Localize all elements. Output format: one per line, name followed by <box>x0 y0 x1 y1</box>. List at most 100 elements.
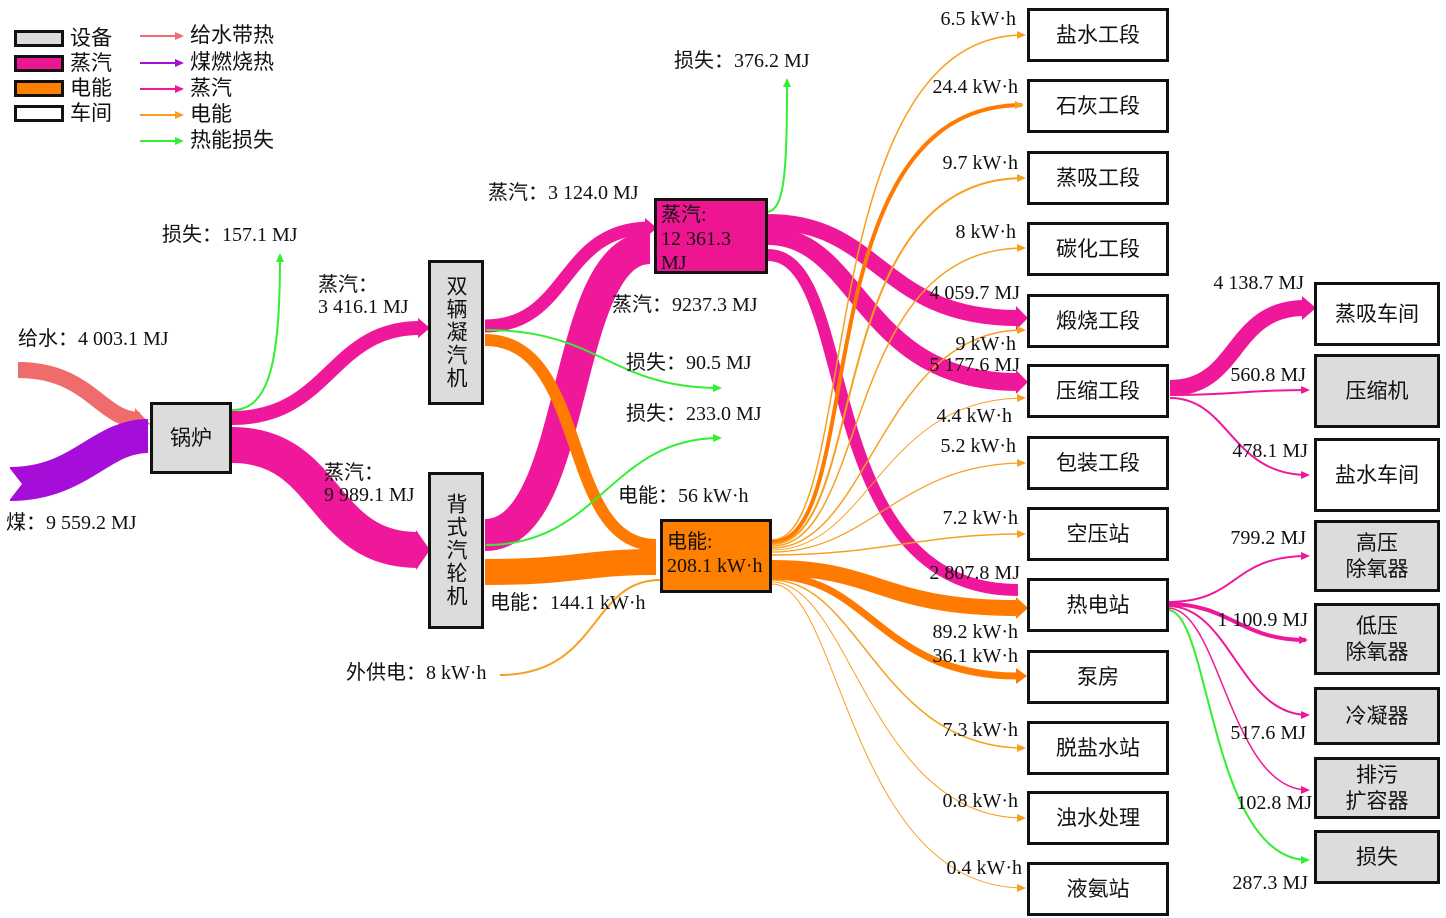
flow-back-elec <box>484 549 657 585</box>
legend-flow-coal-heat: 煤燃烧热 <box>190 51 274 74</box>
node-blowdown-expander: 排污 扩容器 <box>1314 757 1440 819</box>
node-steam-hub: 蒸汽: 12 361.3 MJ <box>654 198 768 274</box>
flow-elec-desalt <box>771 579 1026 752</box>
node-steam-absorb-section: 蒸吸工段 <box>1027 151 1169 205</box>
node-hp-deaerator: 高压 除氧器 <box>1314 520 1440 592</box>
flow-comp-steamabs-ws-head <box>1302 296 1316 320</box>
node-steam-absorb-workshop: 蒸吸车间 <box>1314 282 1440 346</box>
label-elec-double: 电能：56 kW·h <box>618 485 749 507</box>
node-back-pressure-turbine: 背式汽轮机 <box>428 472 484 629</box>
label-flow-lime: 24.4 kW·h <box>932 76 1018 98</box>
legend-flow-heat-loss: 热能损失 <box>190 129 274 152</box>
flow-steam-to-back-head <box>416 530 430 570</box>
label-flow-air: 7.2 kW·h <box>942 507 1018 529</box>
flow-elec-pump <box>771 572 1019 680</box>
node-lp-deaerator: 低压 除氧器 <box>1314 603 1440 675</box>
label-flow-calc-elec: 9 kW·h <box>955 333 1016 355</box>
label-flow-pack: 5.2 kW·h <box>940 435 1016 457</box>
label-flow-comp-elec: 4.4 kW·h <box>936 405 1012 427</box>
label-steam-to-back: 蒸汽： 9 989.1 MJ <box>324 462 415 506</box>
label-steam-double-to-hub: 蒸汽：3 124.0 MJ <box>488 182 639 204</box>
legend-label-equipment: 设备 <box>70 27 112 50</box>
flow-comp-salt-ws <box>1169 397 1310 479</box>
legend-flow-electric: 电能 <box>190 103 232 126</box>
flow-steam-to-double-head <box>418 318 430 338</box>
label-flow-ammonia: 0.4 kW·h <box>946 857 1022 879</box>
flow-ext-power <box>499 579 661 676</box>
flow-loss-376 <box>765 78 791 213</box>
label-flow-steamabs: 9.7 kW·h <box>942 152 1018 174</box>
node-electric-hub: 电能: 208.1 kW·h <box>660 519 772 593</box>
flow-steam-comp <box>767 227 1019 391</box>
legend-label-electric: 电能 <box>70 77 112 100</box>
node-boiler: 锅炉 <box>150 402 232 474</box>
node-compression-section: 压缩工段 <box>1027 364 1169 418</box>
label-flow-compressor: 560.8 MJ <box>1230 364 1306 386</box>
flow-coal <box>9 419 150 501</box>
flow-loss-boiler <box>231 253 284 411</box>
flow-coal-tail <box>8 466 22 502</box>
flow-elec-lime <box>771 101 1024 544</box>
legend-swatch-steam <box>14 55 64 72</box>
node-double-condensing-turbine: 双辆凝汽机 <box>428 260 484 405</box>
flow-steam-calc <box>767 214 1019 326</box>
label-steam-back-to-hub: 蒸汽：9237.3 MJ <box>612 294 758 316</box>
label-coal: 煤：9 559.2 MJ <box>6 512 137 534</box>
flow-ps-hp <box>1167 552 1310 603</box>
flow-elec-turbid <box>771 581 1026 822</box>
flow-elec-power <box>771 560 1019 616</box>
flow-ps-loss <box>1167 609 1310 864</box>
flow-elec-power-head <box>1016 597 1028 619</box>
flow-elec-comp <box>771 394 1026 551</box>
label-flow-power-elec: 89.2 kW·h <box>932 621 1018 643</box>
flow-elec-calc <box>771 326 1026 549</box>
flow-ps-condenser <box>1167 605 1310 719</box>
node-loss: 损失 <box>1314 830 1440 884</box>
label-flow-hp: 799.2 MJ <box>1230 527 1306 549</box>
node-compressor: 压缩机 <box>1314 354 1440 428</box>
label-flow-comp-steam: 5 177.6 MJ <box>929 354 1020 376</box>
flow-steam-to-double <box>231 321 421 425</box>
flow-steam-comp-head <box>1016 370 1028 394</box>
flow-steam-power <box>767 249 1019 596</box>
label-flow-turbid: 0.8 kW·h <box>942 790 1018 812</box>
flow-ps-blowdown <box>1167 607 1310 794</box>
label-loss-376: 损失：376.2 MJ <box>674 50 810 72</box>
flow-elec-pump-head <box>1016 668 1027 684</box>
flow-elec-carb <box>771 244 1026 547</box>
node-liquid-ammonia-station: 液氨站 <box>1027 862 1169 916</box>
label-steam-to-double: 蒸汽： 3 416.1 MJ <box>318 274 409 318</box>
label-flow-carb: 8 kW·h <box>955 221 1016 243</box>
flow-ps-lp <box>1167 602 1308 644</box>
legend-flow-steam: 蒸汽 <box>190 77 232 100</box>
legend-label-steam: 蒸汽 <box>70 52 112 75</box>
flow-feed-water <box>17 362 141 428</box>
node-carbonation-section: 碳化工段 <box>1027 222 1169 276</box>
node-turbid-water-treatment: 浊水处理 <box>1027 791 1169 845</box>
flow-elec-air <box>771 530 1026 556</box>
node-pump-room: 泵房 <box>1027 650 1169 704</box>
node-desalted-water-station: 脱盐水站 <box>1027 721 1169 775</box>
legend-swatch-equipment <box>14 30 64 47</box>
label-flow-salt-ws: 478.1 MJ <box>1232 440 1308 462</box>
label-flow-power-steam: 2 807.8 MJ <box>929 562 1020 584</box>
flow-back-to-steam-hub <box>483 232 653 551</box>
legend-label-workshop: 车间 <box>70 102 112 125</box>
label-loss-233: 损失：233.0 MJ <box>626 403 762 425</box>
node-air-compressor-station: 空压站 <box>1027 507 1169 561</box>
label-flow-lp: 1 100.9 MJ <box>1217 609 1308 631</box>
label-loss-90: 损失：90.5 MJ <box>626 352 752 374</box>
flow-steam-calc-head <box>1016 306 1028 330</box>
node-salt-section: 盐水工段 <box>1027 8 1169 62</box>
flow-elec-salt <box>771 31 1026 541</box>
label-loss-boiler: 损失：157.1 MJ <box>162 224 298 246</box>
node-calcination-section: 煅烧工段 <box>1027 294 1169 348</box>
flow-elec-pack <box>771 459 1026 553</box>
label-elec-back: 电能：144.1 kW·h <box>490 592 646 614</box>
flow-steam-to-back <box>231 427 419 568</box>
label-feed-water: 给水：4 003.1 MJ <box>18 328 169 350</box>
legend-swatch-workshop <box>14 105 64 122</box>
node-condenser: 冷凝器 <box>1314 687 1440 745</box>
